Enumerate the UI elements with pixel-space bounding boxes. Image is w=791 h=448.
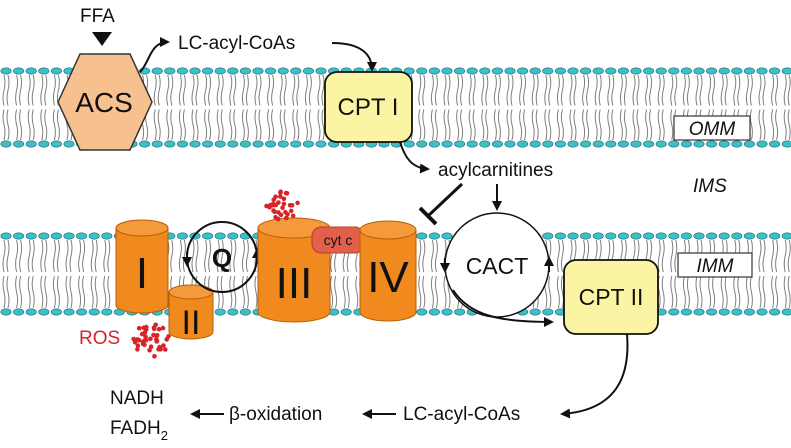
omm-label-box [673, 115, 751, 141]
lc-acyl-coas-top-label: LC-acyl-CoAs [178, 33, 295, 54]
cpt1-to-acylcarnitines-arrow [399, 141, 430, 174]
outer-mitochondrial-membrane [0, 67, 791, 148]
cpt1-label: CPT I [338, 94, 399, 121]
fadh2-base: FADH [110, 418, 161, 439]
ros-cluster-top [264, 189, 300, 222]
acs-label: ACS [75, 87, 133, 118]
cact-to-cpt2-arrow [452, 289, 554, 327]
ims-label: IMS [693, 176, 727, 197]
cpt1-enzyme [324, 71, 413, 143]
acylcarnitines-label: acylcarnitines [438, 160, 553, 181]
complex-2 [168, 284, 214, 340]
fadh2-subscript: 2 [161, 428, 168, 443]
imm-label: IMM [697, 256, 734, 277]
cpt2-enzyme [563, 259, 659, 335]
omm-label: OMM [689, 119, 736, 140]
imm-label-box [677, 252, 753, 278]
q-label: Q [212, 243, 232, 273]
ffa-arrow-head [92, 32, 112, 46]
inhibition-bar [418, 206, 438, 226]
complex-2-label: II [182, 304, 201, 342]
ros-cluster-bottom [131, 322, 171, 359]
ros-label: ROS [79, 328, 120, 349]
complex-4 [359, 220, 417, 322]
cyt-c-label: cyt c [324, 232, 353, 248]
nadh-label: NADH [110, 388, 164, 409]
cpt2-to-lc-acyl-coas-arrow [560, 333, 629, 419]
lc-acyl-coas-to-cpt1-arrow [331, 42, 377, 72]
cpt2-label: CPT II [579, 284, 644, 310]
complex-4-label: IV [367, 253, 409, 302]
cact-label: CACT [466, 253, 529, 279]
ffa-label: FFA [80, 6, 115, 27]
acs-enzyme [57, 53, 153, 151]
fadh2-label: FADH2 [110, 418, 168, 443]
complex-3-label: III [276, 259, 313, 308]
beta-oxidation-label: β-oxidation [229, 404, 322, 425]
lc-acyl-coas-bottom-label: LC-acyl-CoAs [403, 404, 520, 425]
inhibition-line [426, 182, 464, 218]
acs-to-lc-acyl-coas-arrow [139, 37, 170, 73]
complex-1-label: I [136, 249, 148, 298]
complex-1 [115, 219, 169, 314]
